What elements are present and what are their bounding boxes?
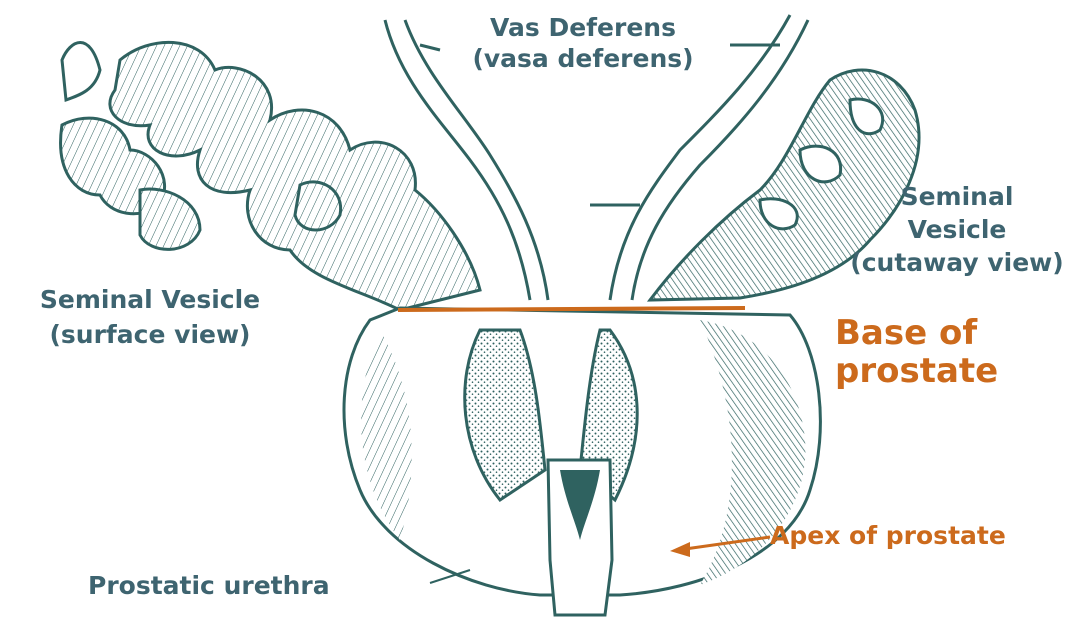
vas-deferens-label: Vas Deferens (vasa deferens)	[458, 14, 708, 74]
seminal-vesicle-surface-label: Seminal Vesicle (surface view)	[10, 286, 290, 350]
prostatic-urethra-label: Prostatic urethra	[88, 572, 330, 601]
apex-of-prostate-label: Apex of prostate	[770, 522, 1006, 551]
base-of-prostate-label: Base of prostate	[835, 314, 998, 390]
seminal-vesicle-cutaway-label: Seminal Vesicle (cutaway view)	[842, 183, 1072, 277]
seminal-vesicle-surface	[61, 42, 480, 310]
prostatic-urethra-shape	[548, 460, 612, 615]
base-of-prostate-line	[398, 308, 745, 310]
